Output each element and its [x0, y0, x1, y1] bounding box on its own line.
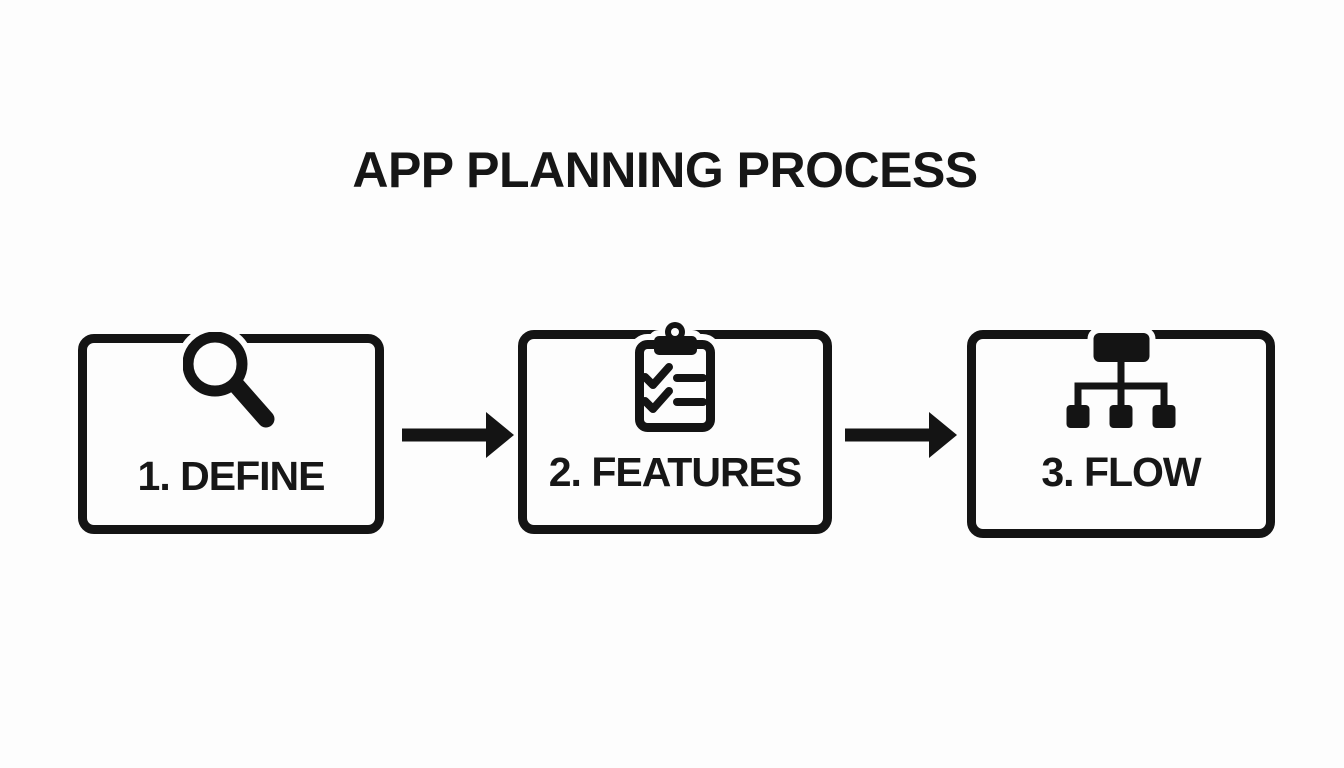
- step-box-flow: 3. FLOW: [967, 330, 1275, 538]
- magnifier-icon: [183, 332, 279, 432]
- diagram-title: APP PLANNING PROCESS: [352, 142, 978, 198]
- arrow-right-icon: [845, 412, 957, 458]
- step-box-define: 1. DEFINE: [78, 332, 384, 534]
- step-box-features: 2. FEATURES: [518, 322, 832, 534]
- sitemap-icon: [1066, 330, 1176, 428]
- step-label-flow: 3. FLOW: [1041, 449, 1201, 495]
- step-label-define: 1. DEFINE: [137, 453, 326, 499]
- step-label-features: 2. FEATURES: [548, 449, 803, 495]
- checklist-clipboard-icon: [633, 322, 717, 434]
- arrow-right-icon: [402, 412, 514, 458]
